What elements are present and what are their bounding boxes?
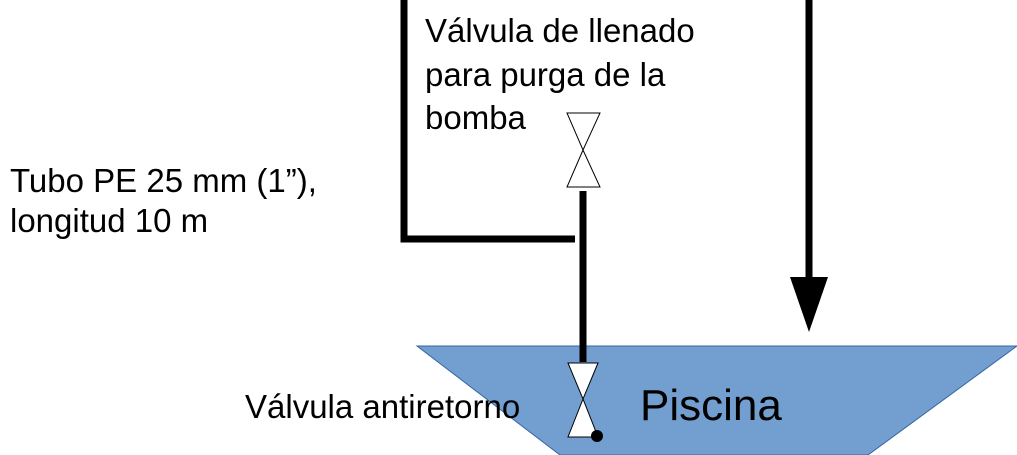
fill-valve-label-line2: para purga de la xyxy=(425,56,666,93)
pool-label: Piscina xyxy=(640,381,782,430)
pipe-loop xyxy=(400,0,575,243)
fill-valve-label-line3: bomba xyxy=(425,99,527,136)
pool-basin xyxy=(415,345,1017,455)
pipe-label-line2: longitud 10 m xyxy=(10,202,208,239)
check-valve-icon xyxy=(567,362,603,442)
fill-valve-icon xyxy=(566,112,601,188)
down-arrow-icon xyxy=(790,277,828,332)
pipe-label-line1: Tubo PE 25 mm (1”), xyxy=(10,162,317,199)
fill-valve-label-line1: Válvula de llenado xyxy=(425,12,695,49)
check-valve-label: Válvula antiretorno xyxy=(245,388,520,425)
